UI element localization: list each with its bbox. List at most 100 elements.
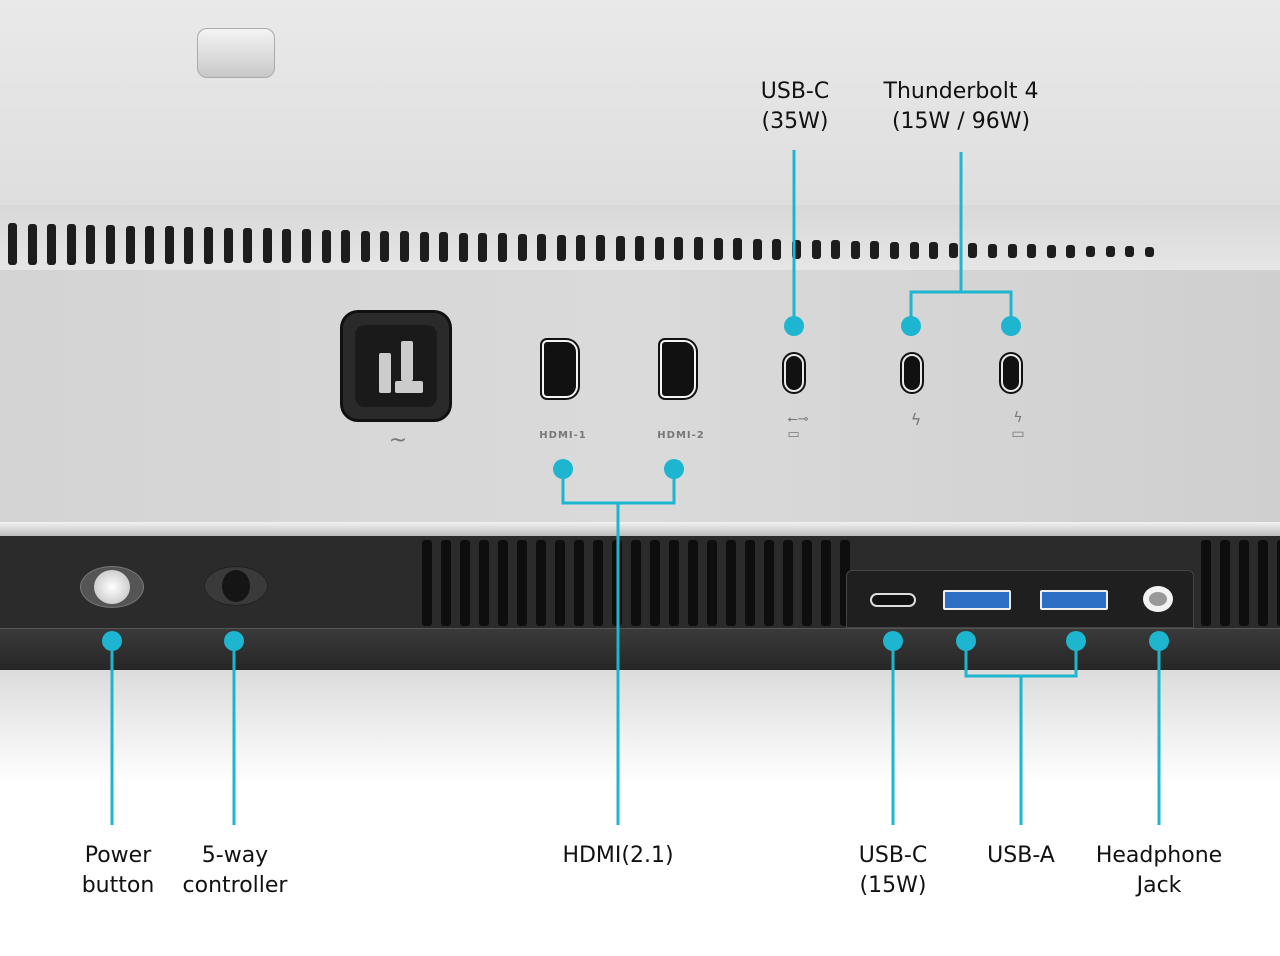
vent-slot <box>929 242 939 259</box>
vent-slot <box>243 228 253 264</box>
vent-slot <box>422 540 432 626</box>
usb-a-label: USB-A <box>987 843 1055 868</box>
vent-slot <box>850 240 860 260</box>
vent-slot <box>576 235 586 261</box>
hdmi-2-port <box>660 340 696 398</box>
usb-laptop-icon: ⭠⊸▭ <box>787 412 809 442</box>
callout-dot <box>1149 631 1169 651</box>
vent-slot <box>164 226 174 264</box>
vent-slot <box>1258 540 1268 626</box>
vent-slot <box>262 228 272 264</box>
vent-slot <box>596 235 605 261</box>
vent-slot <box>517 540 527 626</box>
vent-slot <box>1066 245 1076 258</box>
vent-slot <box>302 229 311 263</box>
thunderbolt-port-1 <box>902 354 922 392</box>
usb-c-15w-label: USB-C(15W) <box>858 843 928 898</box>
vent-slot <box>458 232 468 262</box>
callout-dot <box>956 631 976 651</box>
vent-slot <box>86 224 96 265</box>
vent-slot <box>184 226 194 264</box>
vent-slot <box>145 226 155 264</box>
vent-slot <box>948 242 958 259</box>
headphone-jack <box>1143 586 1173 612</box>
hdmi-label: HDMI(2.1) <box>562 843 674 868</box>
callout-dot <box>1001 316 1021 336</box>
vent-slot <box>890 241 899 259</box>
vent-slot <box>536 540 546 626</box>
callout-dot <box>1066 631 1086 651</box>
callout-dot <box>784 316 804 336</box>
vent-slot <box>707 540 717 626</box>
rear-port-panel <box>0 270 1280 525</box>
vent-slot <box>674 237 684 261</box>
vent-slot <box>593 540 603 626</box>
thunderbolt-laptop-icon: ϟ▭ <box>1011 410 1025 442</box>
vent-slot <box>27 223 37 265</box>
vent-slot <box>1239 540 1249 626</box>
hdmi-1-label: HDMI-1 <box>539 430 587 441</box>
vent-slot <box>441 540 451 626</box>
vent-slot <box>1125 246 1135 258</box>
vent-slot <box>125 225 135 265</box>
vent-slot <box>792 239 801 260</box>
vent-slot <box>694 237 703 261</box>
vent-slot <box>988 243 997 259</box>
vent-slot <box>400 231 409 263</box>
callout-dot <box>553 459 573 479</box>
vent-slot <box>802 540 812 626</box>
ac-power-inlet <box>340 310 452 422</box>
vent-slot <box>968 243 978 259</box>
vent-slot <box>1046 244 1056 258</box>
vent-slot <box>498 233 507 262</box>
vent-slot <box>498 540 508 626</box>
vent-slot <box>650 540 660 626</box>
ac-symbol: ~ <box>388 428 408 453</box>
vent-slot <box>66 224 76 265</box>
usb-a-port-1 <box>943 590 1011 610</box>
vent-slot <box>1105 246 1115 258</box>
usb-a-leader <box>964 641 1078 825</box>
vent-slot <box>419 231 429 263</box>
vent-slot <box>1277 540 1280 626</box>
power-button <box>94 570 130 604</box>
usb-c-35w-port <box>784 354 804 392</box>
vent-slot <box>1144 246 1154 258</box>
hdmi-leader <box>561 469 676 825</box>
vent-slot <box>439 232 449 262</box>
vent-slot <box>752 238 762 260</box>
vent-slot <box>1007 244 1017 258</box>
vent-slot <box>282 228 292 264</box>
usb-c-15w-port <box>870 593 916 607</box>
vent-slot <box>733 238 743 260</box>
vent-slot <box>654 236 664 261</box>
vent-slot <box>870 241 880 259</box>
vent-slot <box>783 540 793 626</box>
vent-slot <box>772 239 782 260</box>
vent-slot <box>745 540 755 626</box>
vent-slot <box>47 223 57 265</box>
thunderbolt-label: Thunderbolt 4(15W / 96W) <box>883 79 1039 134</box>
five-way-controller <box>222 570 250 602</box>
vent-slot <box>555 540 565 626</box>
vent-slot <box>204 227 213 264</box>
vent-slot <box>1220 540 1230 626</box>
usb-c-35w-label: USB-C(35W) <box>760 79 830 134</box>
thunderbolt-leader <box>909 152 1013 326</box>
vent-slot <box>811 239 821 260</box>
vent-slot <box>1086 245 1095 258</box>
vent-slot <box>223 227 233 264</box>
vent-slot <box>321 229 331 263</box>
vent-slot <box>537 234 547 262</box>
upper-vent <box>0 205 1280 270</box>
vent-slot <box>635 236 645 261</box>
vent-slot <box>479 540 489 626</box>
vent-slot <box>360 230 370 263</box>
vent-slot <box>106 225 115 265</box>
vent-slot <box>574 540 584 626</box>
vent-slot <box>380 230 390 263</box>
